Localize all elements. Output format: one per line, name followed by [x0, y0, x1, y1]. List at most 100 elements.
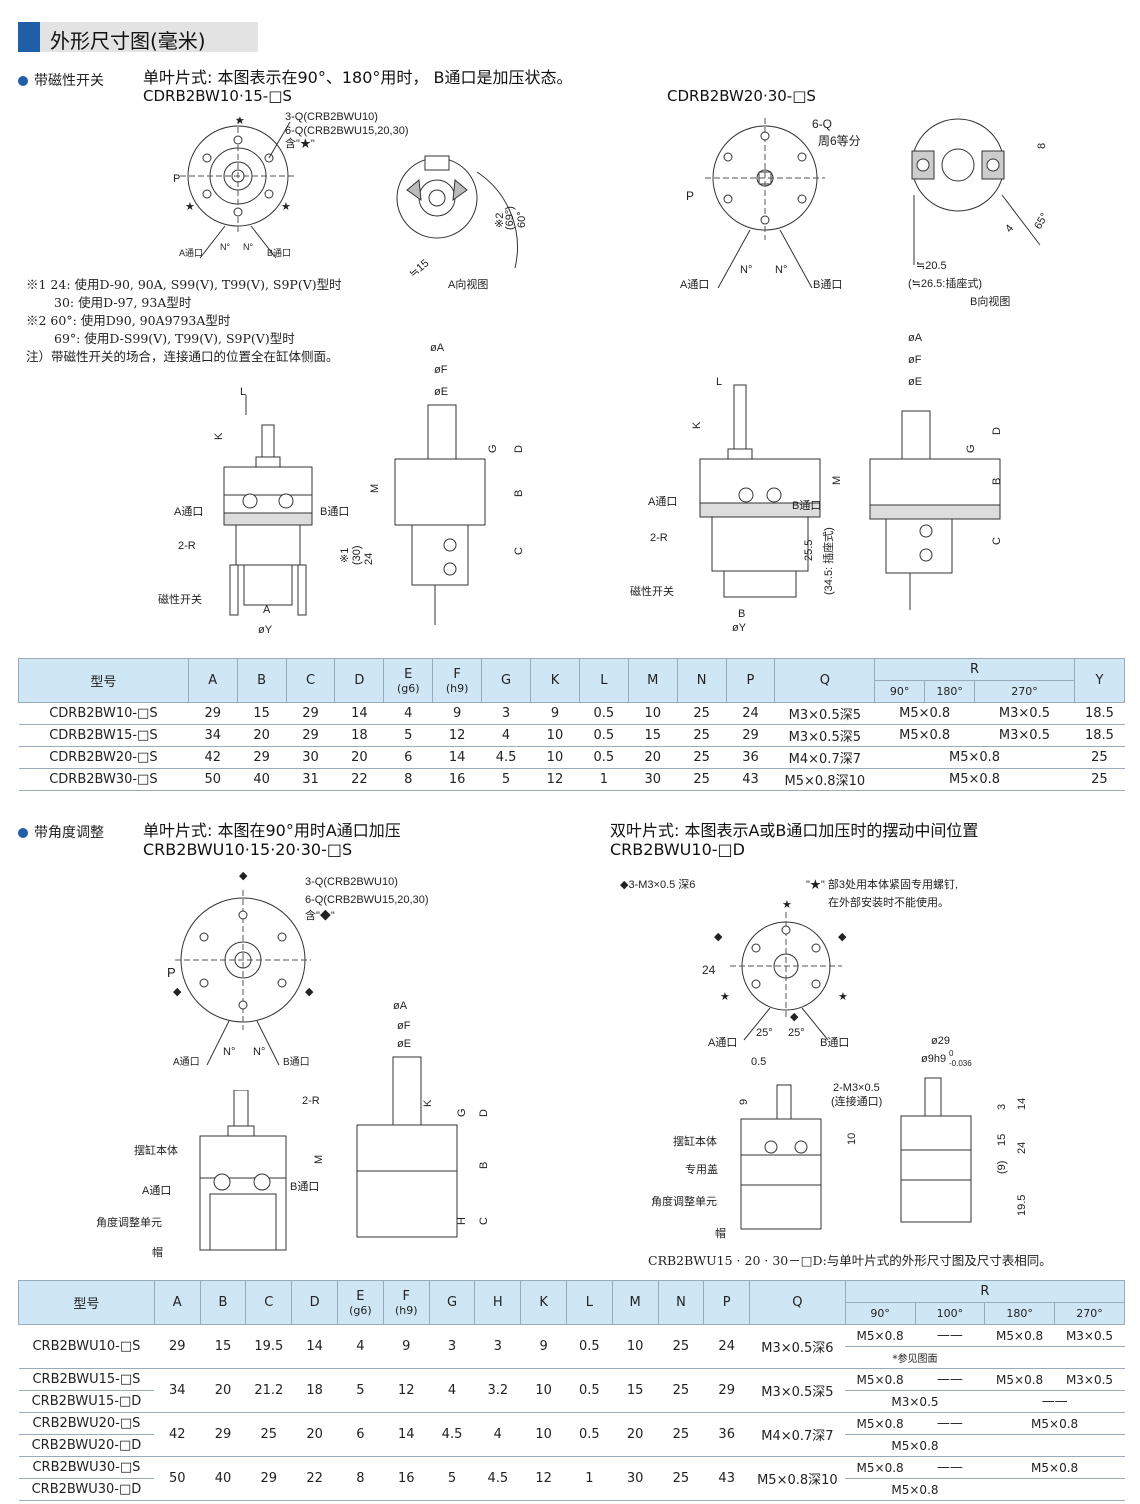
svg-text:24: 24: [363, 553, 375, 565]
svg-text:角度调整单元: 角度调整单元: [651, 1194, 717, 1208]
svg-text:N°: N°: [243, 242, 253, 252]
svg-text:含"★": 含"★": [285, 136, 315, 150]
svg-text:"★" 部3处用本体紧固专用螺钉,: "★" 部3处用本体紧固专用螺钉,: [806, 877, 958, 891]
svg-text:B: B: [991, 478, 1003, 485]
svg-text:ø29: ø29: [931, 1035, 950, 1047]
svg-text:摆缸本体: 摆缸本体: [673, 1134, 717, 1148]
svg-text:◆: ◆: [305, 986, 314, 998]
section1-desc: 单叶片式: 本图表示在90°、180°用时， B通口是加压状态。: [143, 68, 573, 87]
svg-text:L: L: [716, 376, 722, 388]
svg-text:周6等分: 周6等分: [818, 134, 861, 148]
side-view-angle-right: øA øF øE K G D B H C: [356, 1000, 490, 1238]
svg-text:N°: N°: [220, 242, 230, 252]
svg-text:B通口: B通口: [290, 1180, 319, 1193]
svg-text:专用盖: 专用盖: [685, 1162, 718, 1176]
svg-text:A通口: A通口: [648, 495, 677, 508]
svg-text:3-Q(CRB2BWU10): 3-Q(CRB2BWU10): [285, 111, 378, 123]
svg-text:0: 0: [949, 1049, 954, 1058]
svg-text:(9): (9): [996, 1161, 1008, 1174]
svg-text:M: M: [313, 1155, 325, 1164]
svg-text:N°: N°: [740, 264, 752, 276]
svg-text:B通口: B通口: [283, 1056, 310, 1068]
svg-text:A通口: A通口: [174, 505, 203, 518]
svg-text:10: 10: [846, 1133, 858, 1145]
svg-text:≒20.5: ≒20.5: [916, 260, 947, 272]
svg-text:øF: øF: [434, 364, 448, 376]
svg-text:◆3-M3×0.5 深6: ◆3-M3×0.5 深6: [620, 878, 695, 891]
section2-desc-right: 双叶片式: 本图表示A或B通口加压时的摆动中间位置: [610, 821, 979, 840]
svg-text:B: B: [738, 608, 745, 620]
svg-text:★: ★: [235, 115, 245, 127]
svg-text:-0.036: -0.036: [949, 1059, 972, 1068]
svg-text:2-R: 2-R: [302, 1095, 320, 1107]
svg-text:24: 24: [1016, 1142, 1028, 1154]
footer-note: CRB2BWU15 · 20 · 30－□D:与单叶片式的外形尺寸图及尺寸表相同…: [648, 1253, 1052, 1268]
svg-text:A通口: A通口: [708, 1036, 737, 1049]
svg-text:65°: 65°: [1032, 211, 1051, 231]
svg-text:≒15: ≒15: [407, 257, 431, 280]
svg-text:D: D: [478, 1109, 490, 1117]
svg-text:6-Q(CRB2BWU15,20,30): 6-Q(CRB2BWU15,20,30): [305, 894, 429, 906]
side-view-right-pair: L K M A通口 B通口 2-R 磁性开关 B øY 25.5 (34.5: …: [630, 332, 1003, 634]
svg-text:含"◆": 含"◆": [305, 908, 335, 922]
front-view-small: 3-Q(CRB2BWU10) 6-Q(CRB2BWU15,20,30) 含"★"…: [173, 111, 409, 259]
svg-text:※1: ※1: [339, 548, 351, 563]
svg-text:A通口: A通口: [179, 248, 203, 258]
svg-text:N°: N°: [223, 1046, 235, 1058]
svg-text:K: K: [422, 1099, 434, 1107]
svg-text:A向视图: A向视图: [448, 277, 488, 291]
svg-text:★: ★: [185, 201, 195, 213]
svg-text:B: B: [513, 490, 525, 497]
svg-text:C: C: [513, 547, 525, 555]
svg-text:8: 8: [1036, 143, 1048, 149]
svg-text:25.5: 25.5: [803, 540, 815, 561]
svg-text:P: P: [173, 173, 180, 185]
svg-text:C: C: [478, 1217, 490, 1225]
page-title: 外形尺寸图(毫米): [50, 29, 206, 53]
svg-text:C: C: [991, 537, 1003, 545]
svg-text:※2: ※2: [494, 213, 506, 228]
svg-text:B通口: B通口: [813, 278, 842, 291]
svg-text:(30): (30): [351, 545, 363, 565]
svg-text:øE: øE: [908, 376, 922, 388]
svg-text:◆: ◆: [838, 931, 847, 943]
svg-text:15: 15: [996, 1134, 1008, 1146]
front-view-angle: 3-Q(CRB2BWU10) 6-Q(CRB2BWU15,20,30) 含"◆"…: [167, 870, 429, 1068]
svg-text:M: M: [831, 476, 843, 485]
side-view-left-pair: L K M A通口 B通口 2-R 磁性开关 A øY ※1 (30) 24 ø…: [158, 342, 526, 636]
svg-text:øA: øA: [908, 332, 923, 344]
b-view: 8 4 65° ≒20.5 (≒26.5:插座式) B向视图: [908, 118, 1051, 308]
notes-block: ※1 24: 使用D-90, 90A, S99(V), T99(V), S9P(…: [26, 277, 342, 364]
svg-text:(69°): (69°): [504, 206, 516, 230]
svg-text:øY: øY: [732, 622, 747, 634]
a-view: ※2 (69°) 60° ≒15 A向视图: [396, 155, 528, 291]
side-view-double-left: 0.5 9 2-M3×0.5 (连接通口) 10 摆缸本体 专用盖 角度调整单元…: [651, 1056, 882, 1240]
svg-text:øY: øY: [258, 624, 273, 636]
svg-text:帽: 帽: [152, 1246, 163, 1259]
svg-text:◆: ◆: [173, 986, 182, 998]
svg-text:◆: ◆: [790, 1011, 799, 1023]
svg-text:M: M: [369, 484, 381, 493]
svg-text:2-R: 2-R: [178, 540, 196, 552]
section-header: 外形尺寸图(毫米): [18, 22, 258, 53]
svg-text:B通口: B通口: [820, 1036, 849, 1049]
side-view-angle-left: 摆缸本体 A通口 B通口 2-R M 角度调整单元 帽: [96, 1090, 325, 1259]
svg-text:磁性开关: 磁性开关: [630, 584, 674, 598]
svg-text:★: ★: [281, 201, 291, 213]
svg-text:P: P: [686, 189, 694, 203]
svg-text:K: K: [691, 421, 703, 429]
section-label-angle: 带角度调整: [18, 822, 104, 842]
svg-text:角度调整单元: 角度调整单元: [96, 1215, 162, 1229]
section-label-magnetic: 带磁性开关: [18, 70, 104, 90]
svg-text:25°: 25°: [756, 1027, 773, 1039]
svg-text:★: ★: [838, 991, 848, 1003]
svg-text:L: L: [240, 386, 246, 398]
svg-text:øA: øA: [430, 342, 445, 354]
svg-text:★: ★: [782, 899, 792, 911]
svg-text:4: 4: [1003, 223, 1016, 235]
